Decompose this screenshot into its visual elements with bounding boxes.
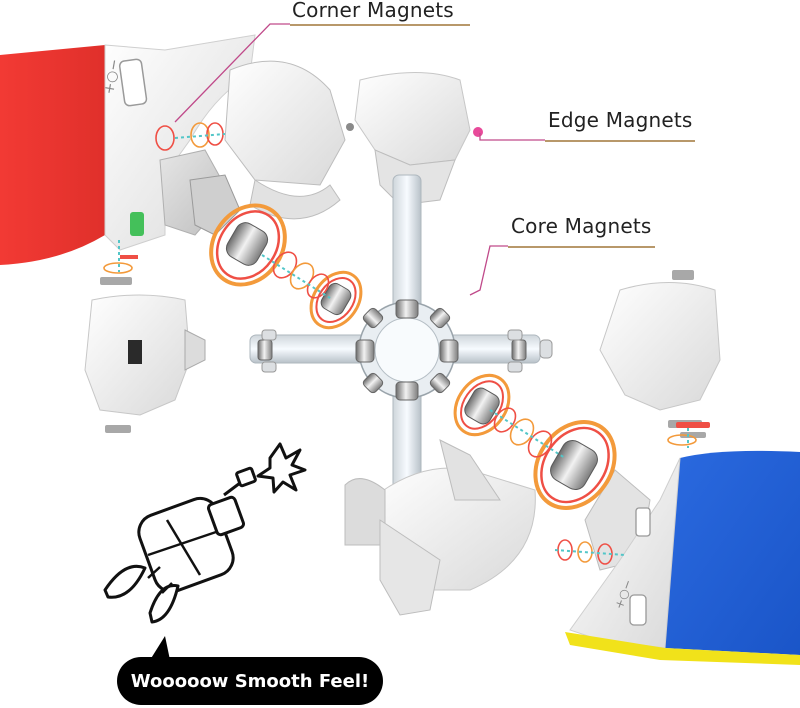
- corner-magnets-label: Corner Magnets: [292, 0, 454, 22]
- callout-pointers: [174, 23, 545, 296]
- core-axes: [249, 174, 553, 506]
- spark-icon: [256, 442, 307, 494]
- corner-magnet-mid: [309, 270, 363, 330]
- magnetic-field-lines: [118, 133, 689, 556]
- edge-piece-bottom: [344, 439, 536, 616]
- edge-magnets-label: Edge Magnets: [548, 108, 693, 132]
- magnetic-field-rings: [103, 122, 697, 565]
- corner-magnet-core-right: [453, 373, 511, 437]
- speech-bubble: Wooooow Smooth Feel!: [117, 657, 383, 705]
- robot-cube-icon: [103, 466, 257, 624]
- core-magnets-underline: [508, 246, 655, 248]
- svg-text:+○−: +○−: [101, 58, 123, 96]
- speech-bubble-tail: [150, 636, 170, 660]
- edge-piece-left: [84, 294, 206, 433]
- red-corner-piece: +○−: [0, 34, 256, 285]
- core-magnets-label: Core Magnets: [511, 214, 652, 238]
- edge-piece-right: [599, 270, 721, 428]
- corner-magnet-bottom: [533, 420, 617, 510]
- edge-magnets-underline: [545, 140, 695, 142]
- corner-magnets-underline: [290, 24, 470, 26]
- corner-mechanism-top: [159, 60, 346, 236]
- speech-bubble-text: Wooooow Smooth Feel!: [130, 670, 370, 692]
- corner-magnet-top: [209, 203, 287, 287]
- blue-corner-piece: +○−: [565, 422, 800, 665]
